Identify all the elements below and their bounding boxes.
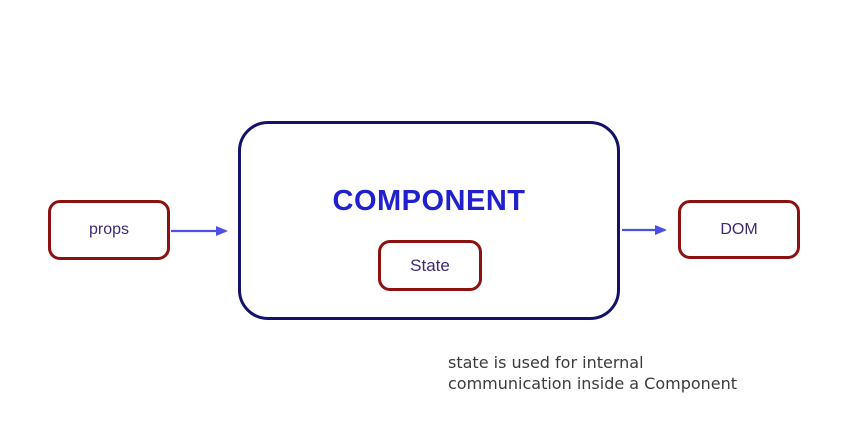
dom-box: DOM: [678, 200, 800, 259]
caption-line-1: state is used for internal: [448, 353, 644, 372]
state-label: State: [410, 255, 450, 275]
caption-line-2: communication inside a Component: [448, 374, 738, 393]
props-label: props: [88, 221, 130, 238]
props-box: props: [48, 200, 170, 260]
caption: state is used for internal communication…: [448, 352, 737, 394]
dom-label: DOM: [720, 220, 758, 238]
component-title: COMPONENT: [332, 185, 526, 217]
state-box: State: [378, 240, 482, 291]
